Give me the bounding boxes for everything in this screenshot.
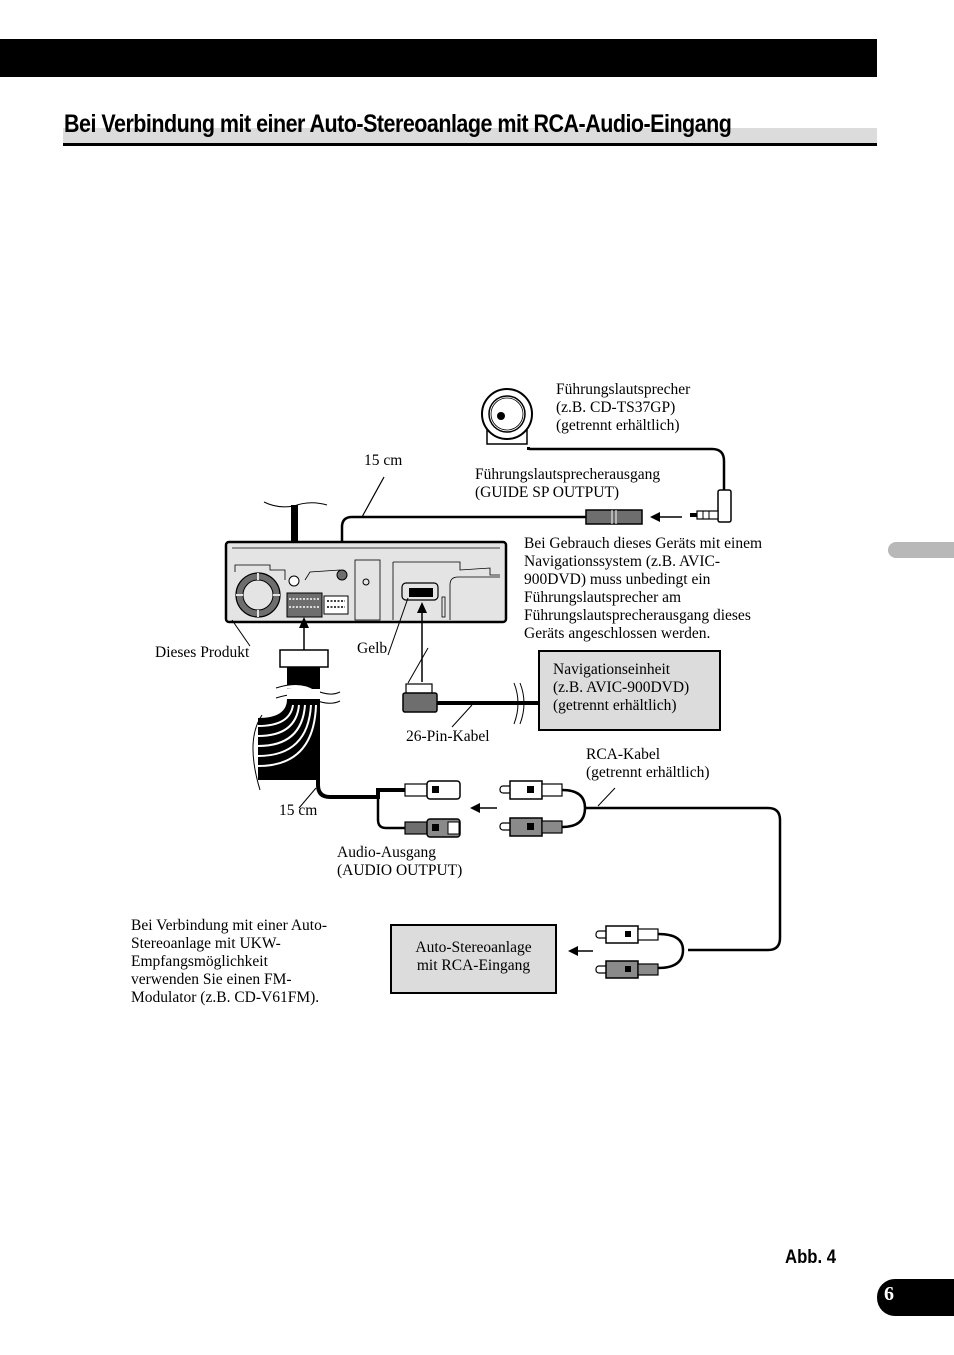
leader-line	[387, 597, 409, 656]
cable-length-top: 15 cm	[364, 452, 403, 469]
navigation-unit-name: Navigationseinheit	[553, 661, 671, 678]
note-line: Bei Gebrauch dieses Geräts mit einem	[524, 535, 763, 552]
note-line: Geräts angeschlossen werden.	[524, 625, 711, 642]
product-label: Dieses Produkt	[155, 644, 250, 661]
car-stereo-name: Auto-Stereoanlage	[415, 939, 532, 956]
guide-sp-output-socket	[585, 509, 643, 525]
leader-line	[231, 619, 251, 647]
yellow-label: Gelb	[357, 640, 388, 657]
note-line: Stereoanlage mit UKW-	[131, 935, 281, 952]
note-line: Führungslautsprecherausgang dieses	[524, 607, 751, 624]
rca-cable	[585, 806, 782, 952]
guide-speaker-note: (getrennt erhältlich)	[556, 417, 680, 434]
guide-output-code: (GUIDE SP OUTPUT)	[475, 484, 620, 501]
navigation-unit-text: Navigationseinheit (z.B. AVIC-900DVD) (g…	[553, 661, 689, 715]
car-stereo-input: mit RCA-Eingang	[416, 957, 531, 974]
rca-plug-white-icon	[499, 780, 563, 800]
section-side-tab	[888, 542, 954, 558]
leader-line	[361, 476, 385, 518]
navigation-unit-model: (z.B. AVIC-900DVD)	[553, 679, 690, 696]
guide-speaker-line: Führungslautsprecher	[556, 381, 691, 398]
navigation-note: Bei Gebrauch dieses Geräts mit einem Nav…	[524, 535, 762, 643]
leader-line	[451, 704, 473, 728]
rca-cable-name: RCA-Kabel	[586, 746, 661, 763]
car-stereo-box: Auto-Stereoanlage mit RCA-Eingang	[390, 924, 557, 994]
audio-output-name: Audio-Ausgang	[337, 844, 437, 861]
page-number: 6	[884, 1283, 894, 1305]
rca-cable-split	[561, 788, 587, 829]
title-band	[63, 128, 877, 144]
arrow-left-icon	[650, 512, 682, 522]
rca-cable-note: (getrennt erhältlich)	[586, 764, 710, 781]
note-line: Bei Verbindung mit einer Auto-	[131, 917, 328, 934]
guide-speaker-label: Führungslautsprecher (z.B. CD-TS37GP) (g…	[556, 381, 690, 435]
note-line: Führungslautsprecher am	[524, 589, 682, 606]
arrow-left-icon	[470, 803, 497, 813]
rca-plug-red-icon	[499, 817, 563, 837]
26-pin-cable-label: 26-Pin-Kabel	[406, 728, 490, 745]
wiring-harness	[252, 649, 341, 791]
header-bar	[0, 39, 877, 77]
arrow-left-icon	[568, 946, 593, 956]
navigation-unit-box: Navigationseinheit (z.B. AVIC-900DVD) (g…	[538, 650, 721, 731]
guide-speaker-model: (z.B. CD-TS37GP)	[556, 399, 676, 416]
car-stereo-text: Auto-Stereoanlage mit RCA-Eingang	[392, 939, 555, 975]
note-line: Empfangsmöglichkeit	[131, 953, 268, 970]
26-pin-plug-icon	[402, 683, 438, 713]
speaker-cable	[529, 447, 726, 493]
note-line: Navigationssystem (z.B. AVIC-	[524, 553, 721, 570]
audio-output-code: (AUDIO OUTPUT)	[337, 862, 463, 879]
rca-plug-white-icon	[595, 925, 659, 944]
figure-label: Abb. 4	[785, 1247, 837, 1268]
note-line: verwenden Sie einen FM-	[131, 971, 292, 988]
navigation-unit-note: (getrennt erhältlich)	[553, 697, 677, 714]
leader-line	[298, 787, 317, 809]
leader-line	[597, 787, 616, 807]
audio-output-label: Audio-Ausgang (AUDIO OUTPUT)	[337, 844, 462, 880]
guide-output-cable	[340, 515, 586, 572]
rca-plug-red-icon	[595, 960, 659, 979]
rca-jack-white-icon	[404, 780, 461, 800]
guide-speaker-icon	[481, 388, 533, 450]
cable-length-bottom: 15 cm	[279, 802, 318, 819]
rca-jack-red-icon	[404, 818, 461, 838]
note-line: Modulator (z.B. CD-V61FM).	[131, 989, 320, 1006]
product-rear-panel	[224, 540, 508, 624]
rca-cable-label: RCA-Kabel (getrennt erhältlich)	[586, 746, 710, 782]
title-rule	[63, 143, 877, 146]
guide-output-line: Führungslautsprecherausgang	[475, 466, 661, 483]
note-line: 900DVD) muss unbedingt ein	[524, 571, 711, 588]
arrow-up-icon	[417, 602, 427, 682]
leader-line	[407, 647, 429, 684]
guide-output-label: Führungslautsprecherausgang (GUIDE SP OU…	[475, 466, 660, 502]
page-title: Bei Verbindung mit einer Auto-Stereoanla…	[64, 110, 732, 138]
audio-output-cable	[316, 775, 405, 799]
fm-modulator-note: Bei Verbindung mit einer Auto- Stereoanl…	[131, 917, 327, 1007]
arrow-up-icon	[299, 617, 309, 650]
mini-jack-plug-icon	[690, 489, 732, 523]
page-number-tab	[877, 1279, 954, 1316]
